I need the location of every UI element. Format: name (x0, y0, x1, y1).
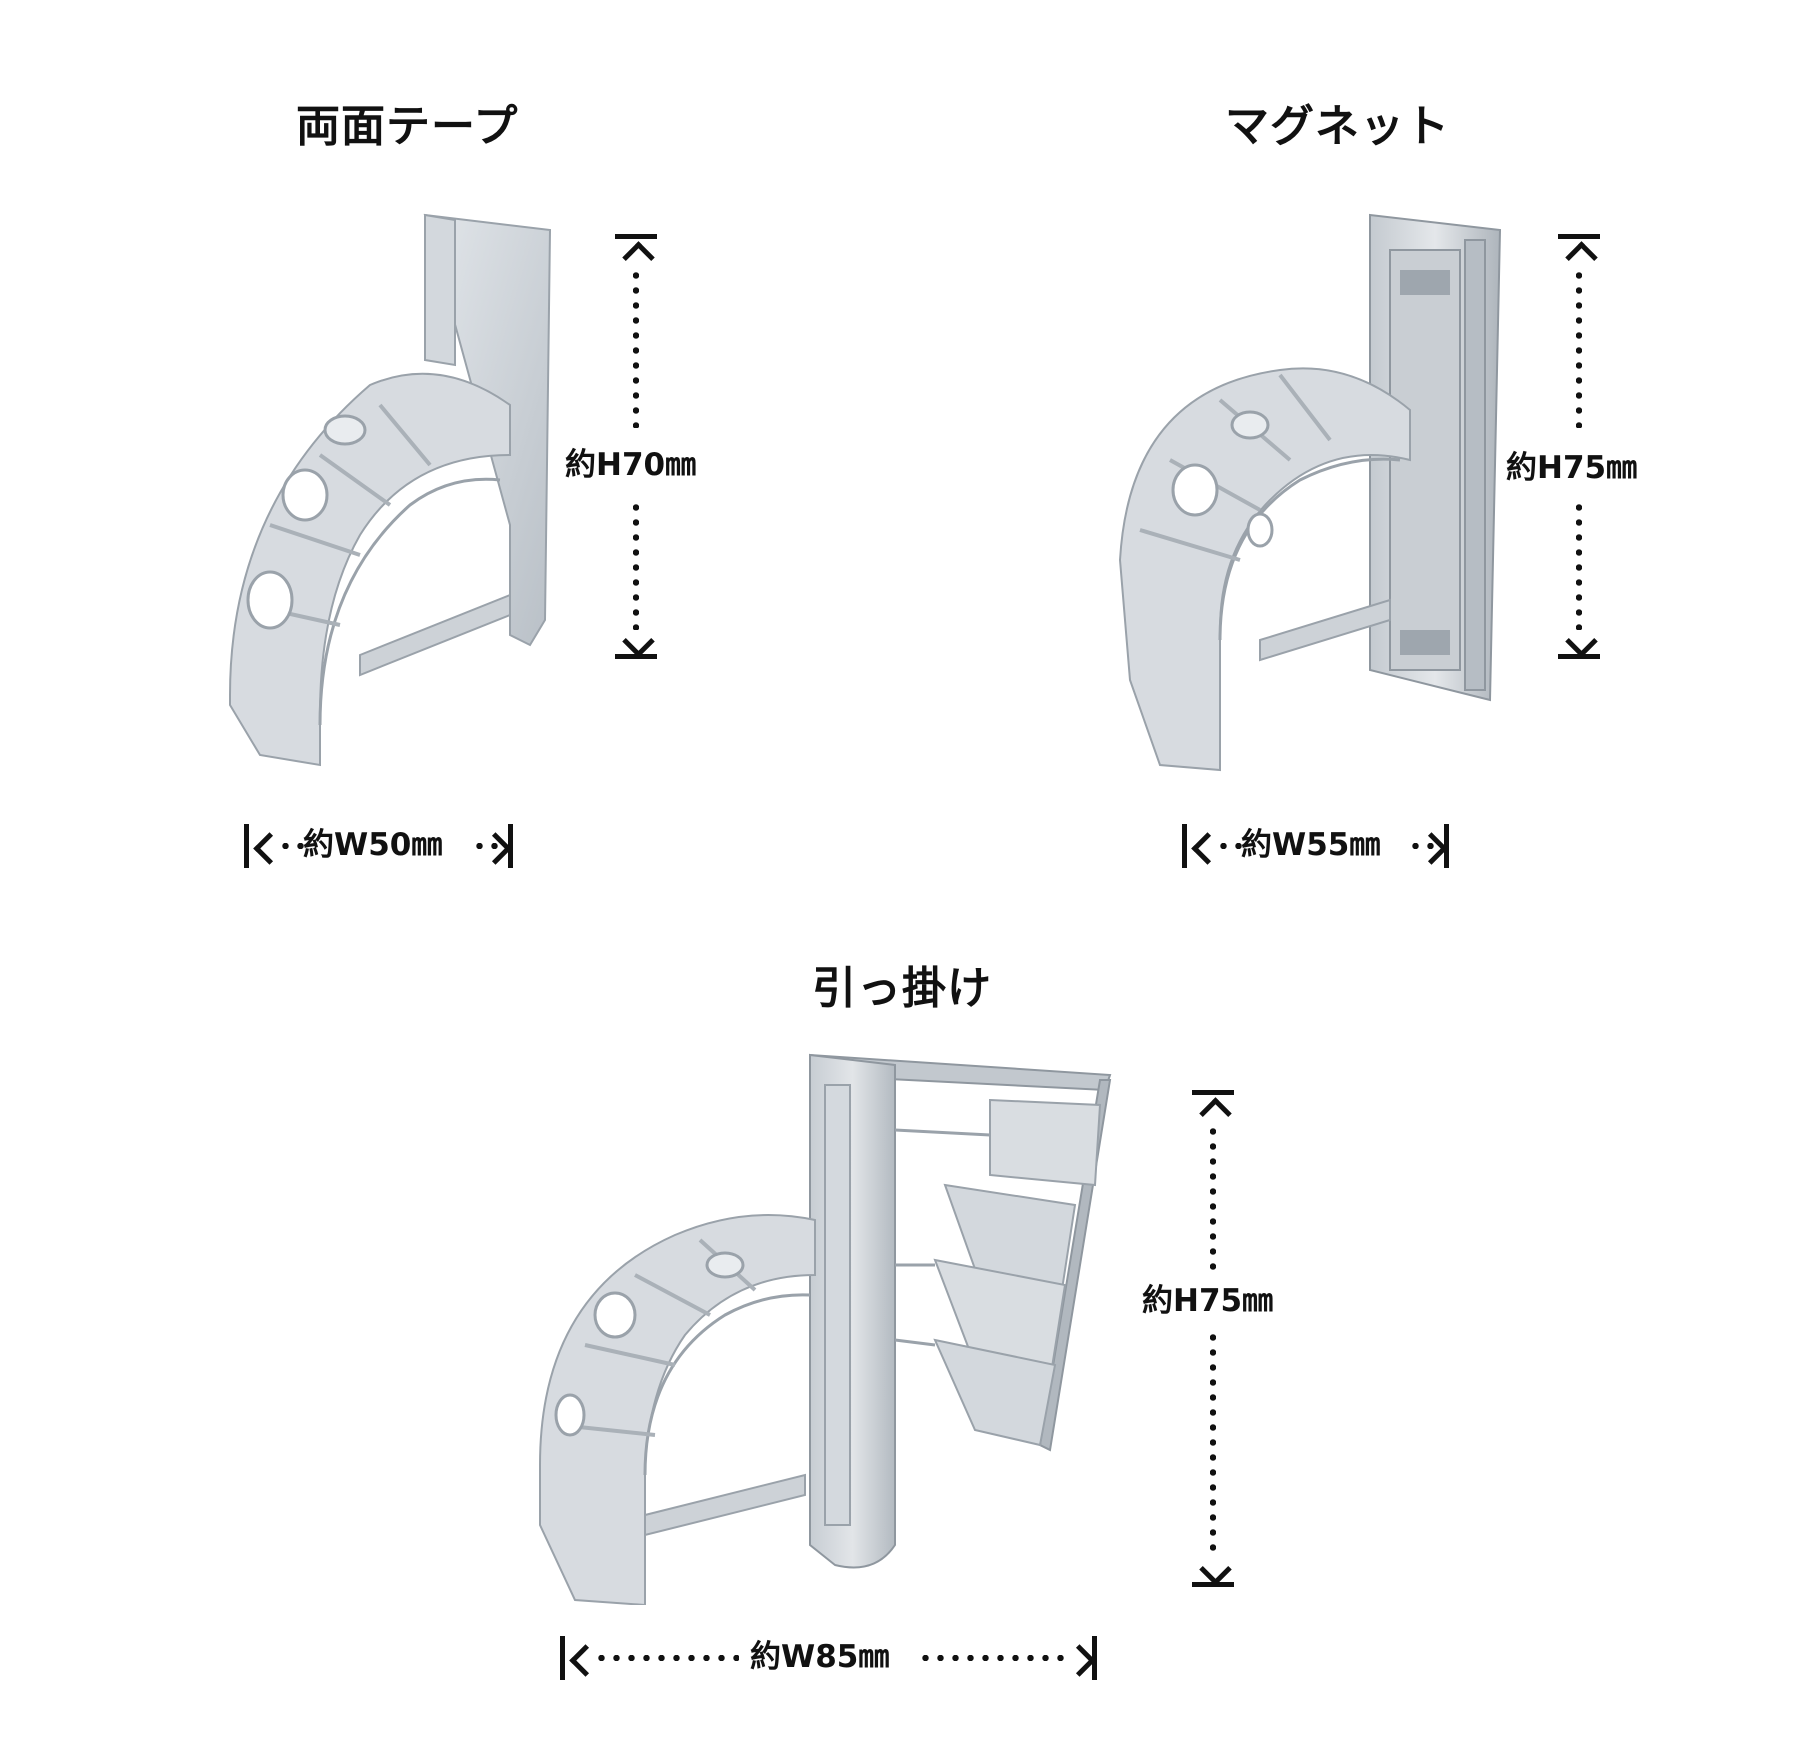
dimension-right-cap (1444, 824, 1449, 868)
variant-title-magnet: マグネット (1225, 101, 1450, 152)
width-label: 約W50㎜ (303, 827, 443, 863)
product-image-hook (535, 1045, 1125, 1605)
product-image-double-sided-tape (210, 205, 570, 785)
dimension-top-cap (615, 234, 657, 239)
dimension-left-cap (244, 824, 249, 868)
dimension-bottom-cap (1192, 1582, 1234, 1587)
dimension-right-cap (508, 824, 513, 868)
dimension-left-cap (1182, 824, 1187, 868)
variant-title-double-sided-tape: 両面テープ (296, 101, 519, 152)
dotted-line (1210, 1330, 1216, 1558)
arrow-down-icon (1199, 1553, 1232, 1586)
arrow-right-icon (479, 832, 512, 865)
arrow-right-icon (1415, 832, 1448, 865)
dotted-line (633, 500, 639, 630)
product-image-magnet (1110, 210, 1510, 780)
dotted-line (472, 843, 502, 849)
dimension-bottom-cap (615, 654, 657, 659)
height-label: 約H70㎜ (565, 447, 697, 483)
dotted-line (918, 1655, 1068, 1661)
height-label: 約H75㎜ (1142, 1283, 1274, 1319)
variant-title-hook: 引っ掛け (812, 963, 992, 1014)
dotted-line (1576, 268, 1582, 428)
arrow-down-icon (622, 625, 655, 658)
dotted-line (1210, 1124, 1216, 1274)
dimension-bottom-cap (1558, 654, 1600, 659)
dotted-line (278, 843, 308, 849)
dimension-top-cap (1192, 1090, 1234, 1095)
dimension-right-cap (1092, 1636, 1097, 1680)
dotted-line (1408, 843, 1438, 849)
width-label: 約W55㎜ (1241, 827, 1381, 863)
width-label: 約W85㎜ (750, 1639, 890, 1675)
arrow-right-icon (1063, 1644, 1096, 1677)
dotted-line (1216, 843, 1246, 849)
arrow-down-icon (1565, 625, 1598, 658)
dotted-line (594, 1655, 739, 1661)
height-label: 約H75㎜ (1506, 450, 1638, 486)
dotted-line (1576, 500, 1582, 630)
dimension-top-cap (1558, 234, 1600, 239)
dotted-line (633, 268, 639, 428)
dimension-left-cap (560, 1636, 565, 1680)
